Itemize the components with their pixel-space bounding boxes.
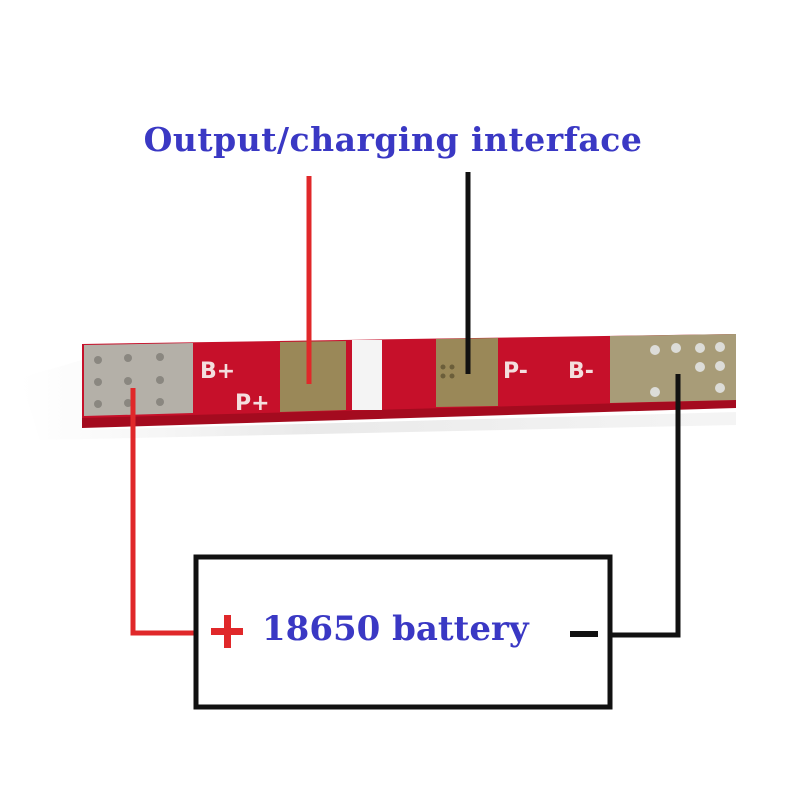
pad-right-terminal — [610, 334, 736, 403]
pad-left-dots — [94, 353, 164, 408]
battery-negative-sign — [570, 631, 598, 637]
pad-p-plus — [280, 341, 346, 412]
battery-box — [193, 554, 613, 710]
pad-right-dots — [650, 342, 725, 397]
pcb-top — [82, 334, 736, 418]
label-p-minus: P- — [503, 359, 528, 384]
label-b-minus: B- — [568, 359, 594, 384]
pcb-edge — [82, 398, 736, 428]
pcb-shadow — [20, 360, 736, 440]
battery-label: 18650 battery — [262, 609, 530, 649]
battery-positive-wire — [130, 388, 196, 636]
pad-p-minus-vias — [440, 364, 455, 379]
protection-board: B+ P+ P- B- — [82, 334, 736, 428]
label-p-plus: P+ — [235, 391, 270, 416]
diagram-title: Output/charging interface — [143, 120, 643, 159]
pad-left-terminal — [84, 343, 193, 416]
battery-positive-sign — [211, 615, 243, 648]
label-b-plus: B+ — [200, 359, 235, 384]
pcb-component — [352, 340, 382, 410]
battery-negative-wire — [612, 374, 681, 638]
